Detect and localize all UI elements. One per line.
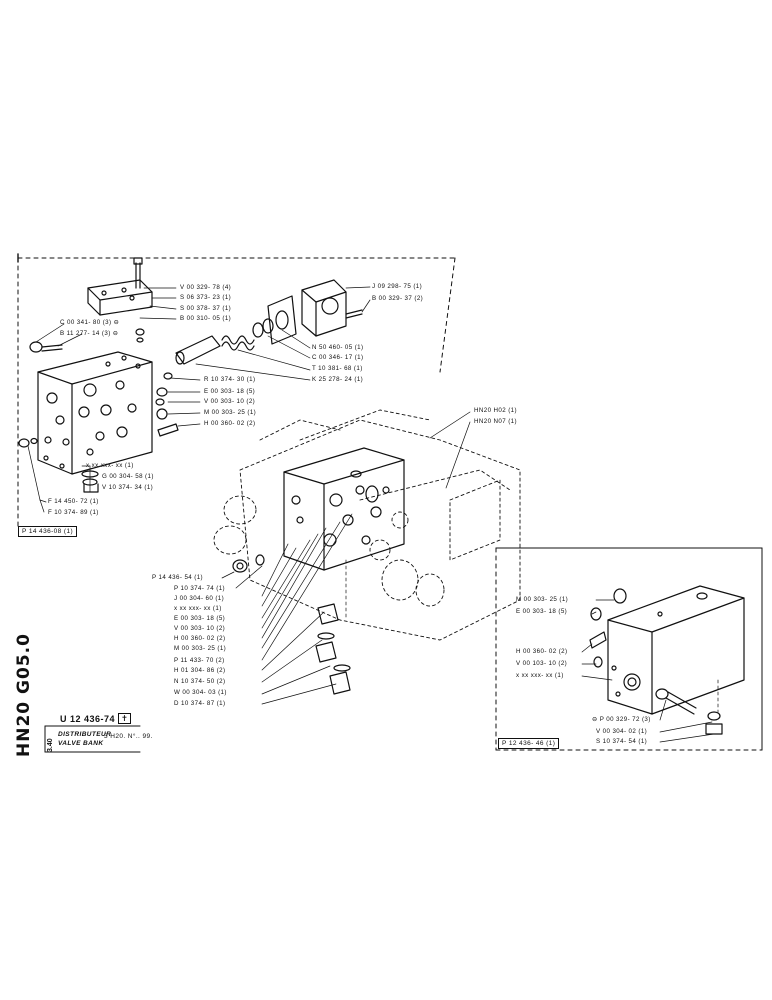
callout-label: N 10 374- 50 (2) <box>174 678 226 685</box>
cross-symbol: ✝ <box>118 713 132 724</box>
page-ref: 3.40 <box>47 738 54 752</box>
top-plate <box>87 257 153 316</box>
callout-label: x xx xxx- xx (1) <box>174 605 222 612</box>
center-valve-block <box>283 447 405 571</box>
callout-label: x xx xxx- xx (1) <box>86 462 134 469</box>
center-housing-ghost <box>213 409 521 641</box>
callout-label: HN20 H02 (1) <box>474 407 517 414</box>
callout-label: S 10 374- 54 (1) <box>596 738 648 745</box>
main-valve-block <box>18 341 153 475</box>
callout-label: P 14 436- 54 (1) <box>152 574 204 581</box>
leaders-center <box>221 411 471 705</box>
callout-label: ⊖ P 00 329- 72 (3) <box>592 716 651 723</box>
callout-label: H 00 360- 02 (2) <box>516 648 568 655</box>
cover-plate <box>267 279 363 345</box>
callout-label: W 00 304- 03 (1) <box>174 689 227 696</box>
top-left-frame <box>17 257 456 531</box>
callout-label: M 00 303- 25 (1) <box>516 596 569 603</box>
callout-label: S 06 373- 23 (1) <box>180 294 232 301</box>
leaders-top-left <box>27 286 371 513</box>
callout-label: M 00 303- 25 (1) <box>174 645 227 652</box>
callout-label: D 10 374- 87 (1) <box>174 700 226 707</box>
assembly-box-label: P 14 436-08 (1) <box>18 526 78 537</box>
callout-label: F 14 450- 72 (1) <box>48 498 99 505</box>
callout-label: H 00 360- 02 (2) <box>174 635 226 642</box>
callout-label: V 00 103- 10 (2) <box>516 660 568 667</box>
callout-label: S 00 378- 37 (1) <box>180 305 232 312</box>
callout-label: K 25 278- 24 (1) <box>312 376 364 383</box>
center-small-parts <box>232 554 351 695</box>
sheet-code: HN20 G05.0 <box>14 633 34 757</box>
callout-label: V 00 329- 78 (4) <box>180 284 232 291</box>
callout-label: C 00 346- 17 (1) <box>312 354 364 361</box>
callout-label: N 50 460- 05 (1) <box>312 344 364 351</box>
callout-label: F 10 374- 89 (1) <box>48 509 99 516</box>
bottom-right-valve-block <box>589 585 745 735</box>
callout-label: B 00 329- 37 (2) <box>372 295 424 302</box>
callout-label: x xx xxx- xx (1) <box>516 672 564 679</box>
callout-label: H 01 304- 86 (2) <box>174 667 226 674</box>
callout-label: C 00 341- 80 (3) ⊖ <box>60 319 120 326</box>
callout-label: V 00 304- 02 (1) <box>596 728 648 735</box>
spool-spring <box>175 318 274 365</box>
callout-label: V 00 303- 10 (2) <box>174 625 226 632</box>
title-block-lines <box>44 725 141 753</box>
callout-label: E 00 303- 18 (5) <box>174 615 226 622</box>
title-applicability: 3 H20. N°.. 99. <box>104 733 153 740</box>
callout-label: E 00 303- 18 (5) <box>516 608 568 615</box>
callout-label: T 10 381- 68 (1) <box>312 365 363 372</box>
callout-label: P 10 374- 74 (1) <box>174 585 226 592</box>
leaders-bottom-right <box>581 599 719 743</box>
callout-label: B 00 310- 05 (1) <box>180 315 232 322</box>
bottom-right-frame <box>495 547 763 751</box>
callout-label: P 11 433- 70 (2) <box>174 657 225 664</box>
callout-label: V 00 303- 10 (2) <box>204 398 256 405</box>
callout-label: G 00 304- 58 (1) <box>102 473 154 480</box>
callout-label: J 09 298- 75 (1) <box>372 283 423 290</box>
callout-label: V 10 374- 34 (1) <box>102 484 154 491</box>
callout-label: R 10 374- 30 (1) <box>204 376 256 383</box>
assembly-box-label: P 12 436- 46 (1) <box>498 738 560 749</box>
callout-label: H 00 360- 02 (2) <box>204 420 256 427</box>
title-name-en: VALVE BANK <box>58 740 104 747</box>
callout-label: E 00 303- 18 (5) <box>204 388 256 395</box>
title-name-fr: DISTRIBUTEUR <box>58 731 112 738</box>
title-part-number: U 12 436-74 <box>60 714 116 724</box>
callout-label: M 00 303- 25 (1) <box>204 409 257 416</box>
callout-label: B 11 277- 14 (3) ⊖ <box>60 330 119 337</box>
callout-label: HN20 N07 (1) <box>474 418 517 425</box>
callout-label: J 00 304- 60 (1) <box>174 595 225 602</box>
